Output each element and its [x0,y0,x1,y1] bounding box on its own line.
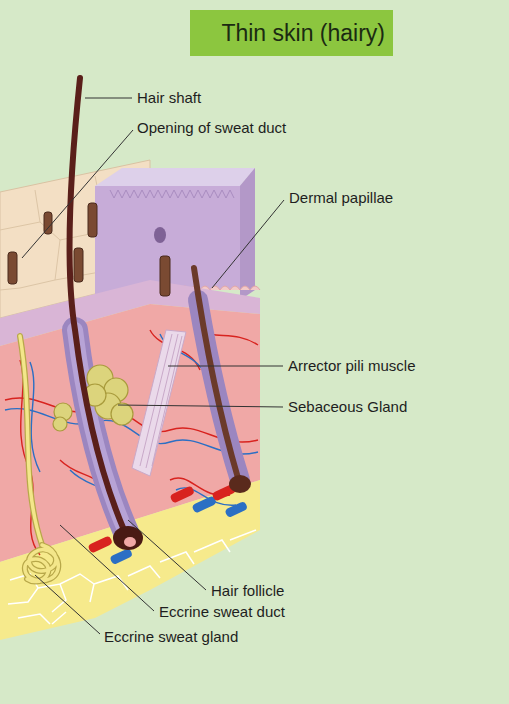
part-label: Dermal papillae [288,189,394,207]
hair-follicle [75,330,126,532]
leader-lines [22,98,284,634]
title-bar: Thin skin (hairy) [190,10,393,56]
part-label: Opening of sweat duct [136,119,287,137]
hair-shaft [70,78,143,550]
eccrine-sweat-gland [20,336,58,582]
hair-stubs [8,203,170,296]
part-label: Arrector pili muscle [287,357,417,375]
part-label: Hair follicle [210,582,285,600]
part-label: Sebaceous Gland [287,398,408,416]
second-hair [194,268,251,493]
part-label: Eccrine sweat duct [158,603,286,621]
epidermis-block [95,168,260,300]
part-label: Hair shaft [136,89,202,107]
part-label: Eccrine sweat gland [103,628,239,646]
arrector-pili-muscle [132,330,186,476]
